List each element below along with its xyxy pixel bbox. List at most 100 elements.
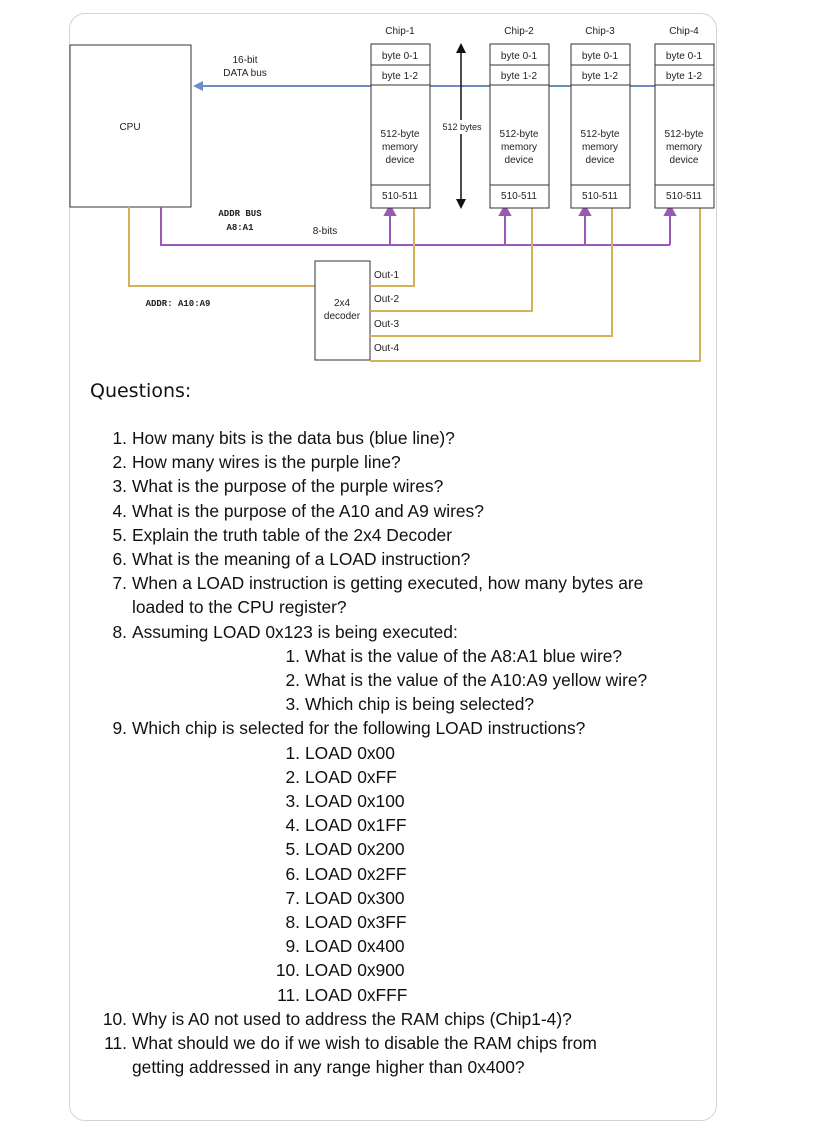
chip-row-label: 510-511 <box>582 191 618 202</box>
question-text: When a LOAD instruction is getting execu… <box>132 573 644 618</box>
addr-bus-branches <box>383 203 677 245</box>
sub-question-number: 9. <box>285 936 300 957</box>
question-item: 8.Assuming LOAD 0x123 is being executed:… <box>0 620 652 717</box>
sub-question-list: 1.What is the value of the A8:A1 blue wi… <box>132 644 652 717</box>
chip-row-label: byte 1-2 <box>666 71 703 82</box>
question-item: 4.What is the purpose of the A10 and A9 … <box>0 499 652 523</box>
sub-question-number: 1. <box>285 742 300 763</box>
question-number: 7. <box>112 573 127 594</box>
chip-row-label: 510-511 <box>666 191 702 202</box>
question-text: Why is A0 not used to address the RAM ch… <box>132 1008 572 1029</box>
sub-question-number: 7. <box>285 887 300 908</box>
size-label-bg <box>437 120 487 134</box>
question-number: 11. <box>104 1033 127 1054</box>
question-number: 5. <box>112 524 127 545</box>
sub-question-number: 5. <box>285 839 300 860</box>
size-arrow-down <box>456 199 466 209</box>
sub-question-text: LOAD 0x400 <box>305 936 405 957</box>
sub-question-number: 10. <box>275 960 300 981</box>
chip-1: Chip-1 byte 0-1 byte 1-2 512-byte memory… <box>370 26 431 209</box>
question-text: Which chip is selected for the following… <box>132 718 586 739</box>
chip-desc: device <box>586 155 615 166</box>
question-number: 4. <box>112 500 127 521</box>
question-number: 2. <box>112 452 127 473</box>
question-text: What is the purpose of the purple wires? <box>132 476 444 497</box>
questions-title: Questions: <box>90 380 192 402</box>
decoder-output-label: Out-3 <box>374 319 399 330</box>
data-bus-label: DATA bus <box>223 68 267 79</box>
decoder-output-label: Out-2 <box>374 294 399 305</box>
sub-question-item: 9.LOAD 0x400 <box>132 934 652 958</box>
addr-decoder-label: ADDR: A10:A9 <box>146 299 211 309</box>
decoder-box <box>314 260 371 361</box>
cpu-box <box>69 44 192 208</box>
sub-question-text: LOAD 0x200 <box>305 839 405 860</box>
question-text: How many wires is the purple line? <box>132 452 401 473</box>
question-item: 6.What is the meaning of a LOAD instruct… <box>0 547 652 571</box>
chip-row-label: byte 0-1 <box>382 51 419 62</box>
sub-question-number: 2. <box>285 670 300 691</box>
sub-question-number: 4. <box>285 815 300 836</box>
decoder-output-label: Out-4 <box>374 343 399 354</box>
question-number: 1. <box>112 428 127 448</box>
chip-row-label: byte 1-2 <box>582 71 619 82</box>
data-bus-arrow <box>193 81 203 91</box>
question-text: What is the purpose of the A10 and A9 wi… <box>132 500 484 521</box>
decoder-label: 2x4 <box>334 298 351 309</box>
chip-desc: device <box>670 155 699 166</box>
data-bus-label: 16-bit <box>232 55 257 66</box>
chip-desc: 512-byte <box>665 129 704 140</box>
question-text: How many bits is the data bus (blue line… <box>132 428 455 448</box>
sub-question-number: 1. <box>285 645 300 666</box>
chip-name: Chip-4 <box>669 26 699 37</box>
chip-desc: memory <box>582 142 618 153</box>
chip-desc: 512-byte <box>381 129 420 140</box>
question-number: 8. <box>112 621 127 642</box>
chip-row-label: byte 1-2 <box>501 71 538 82</box>
question-item: 7.When a LOAD instruction is getting exe… <box>0 571 652 619</box>
size-label: 512 bytes <box>442 122 482 132</box>
chip-2: Chip-2 byte 0-1 byte 1-2 512-byte memory… <box>489 26 550 209</box>
sub-question-text: LOAD 0x1FF <box>305 815 407 836</box>
question-item: 2.How many wires is the purple line? <box>0 450 652 474</box>
question-number: 6. <box>112 549 127 570</box>
chip-row-label: byte 0-1 <box>666 51 703 62</box>
question-item: 11.What should we do if we wish to disab… <box>0 1031 652 1079</box>
sub-question-text: LOAD 0x100 <box>305 791 405 812</box>
sub-question-text: LOAD 0xFF <box>305 766 397 787</box>
question-text: What should we do if we wish to disable … <box>132 1033 597 1078</box>
chip-4: Chip-4 byte 0-1 byte 1-2 512-byte memory… <box>654 26 715 209</box>
question-number: 3. <box>112 476 127 497</box>
sub-question-text: What is the value of the A10:A9 yellow w… <box>305 670 648 691</box>
memory-diagram: CPU 16-bit DATA bus ADDR BUS A8:A1 8-bit… <box>69 26 715 362</box>
sub-question-item: 5.LOAD 0x200 <box>132 837 652 861</box>
sub-question-text: LOAD 0x2FF <box>305 863 407 884</box>
chip-name: Chip-1 <box>385 26 415 37</box>
question-item: 5.Explain the truth table of the 2x4 Dec… <box>0 523 652 547</box>
sub-question-text: LOAD 0xFFF <box>305 984 408 1005</box>
question-text: Assuming LOAD 0x123 is being executed: <box>132 621 458 642</box>
sub-question-number: 2. <box>285 766 300 787</box>
cpu-label: CPU <box>119 122 140 133</box>
sub-question-item: 8.LOAD 0x3FF <box>132 910 652 934</box>
question-item: 10.Why is A0 not used to address the RAM… <box>0 1007 652 1031</box>
sub-question-item: 6.LOAD 0x2FF <box>132 862 652 886</box>
sub-question-text: What is the value of the A8:A1 blue wire… <box>305 645 623 666</box>
chip-desc: memory <box>501 142 537 153</box>
addr-bus-label: ADDR BUS <box>218 209 262 219</box>
chip-select-wires <box>370 200 701 362</box>
chip-desc: device <box>386 155 415 166</box>
sub-question-number: 3. <box>285 694 300 715</box>
chip-desc: 512-byte <box>500 129 539 140</box>
chip-desc: memory <box>382 142 418 153</box>
chip-name: Chip-3 <box>585 26 615 37</box>
sub-question-item: 10.LOAD 0x900 <box>132 958 652 982</box>
sub-question-item: 3.LOAD 0x100 <box>132 789 652 813</box>
question-text: Explain the truth table of the 2x4 Decod… <box>132 524 452 545</box>
chip-row-label: 510-511 <box>382 191 418 202</box>
sub-question-number: 6. <box>285 863 300 884</box>
decoder-label: decoder <box>324 311 361 322</box>
chip-desc: 512-byte <box>581 129 620 140</box>
addr-bus-line <box>160 207 670 246</box>
